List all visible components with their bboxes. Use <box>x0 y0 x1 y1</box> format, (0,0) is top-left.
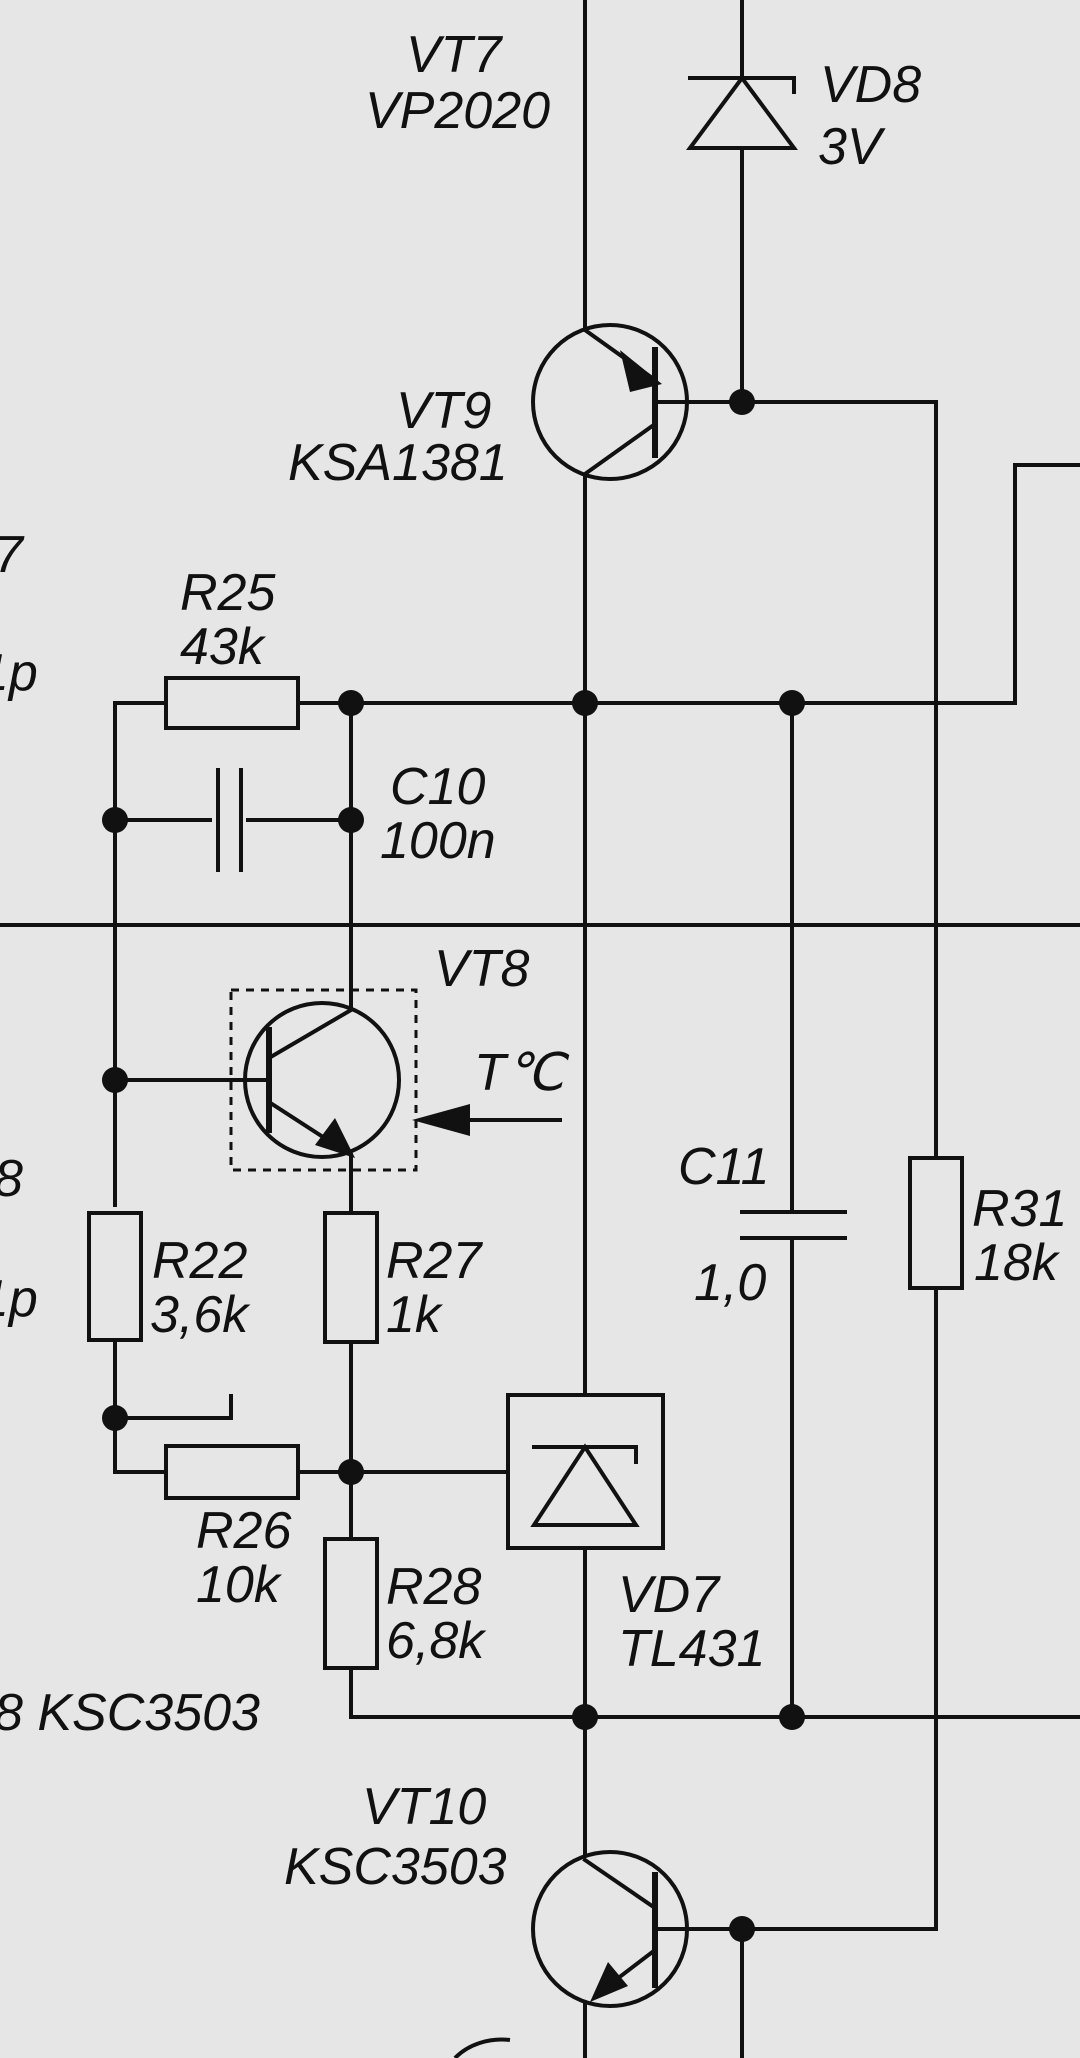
r22-value-label: 3,6k <box>150 1286 251 1344</box>
junction-dot <box>779 1704 805 1730</box>
junction-dot <box>572 1704 598 1730</box>
r31-value-label: 18k <box>974 1234 1061 1292</box>
vt8-thermal-enclosure <box>229 988 418 1172</box>
vt9-transistor <box>531 323 690 481</box>
r31-ref-label: R31 <box>972 1180 1067 1238</box>
r26-potentiometer <box>164 1444 300 1500</box>
temperature-sensor-arrow <box>412 1104 470 1136</box>
vt10-part-label: KSC3503 <box>284 1838 507 1896</box>
r22-resistor <box>87 1211 143 1342</box>
vd8-value-label: 3V <box>818 118 886 176</box>
vt8-emitter-arrow <box>315 1118 355 1158</box>
c11-capacitor <box>740 1210 847 1240</box>
vt8-sensor-label: T℃ <box>474 1044 570 1102</box>
r25-ref-label: R25 <box>180 564 276 622</box>
r27-resistor <box>323 1211 379 1344</box>
junction-dot <box>102 1405 128 1431</box>
vt7-part-label: VP2020 <box>365 82 550 140</box>
edge-label-left-5: 8 KSC3503 <box>0 1684 260 1742</box>
vt7-ref-label: VT7 <box>406 26 503 84</box>
vt8-ref-label: VT8 <box>434 940 529 998</box>
vd7-shunt-regulator <box>506 1393 665 1550</box>
r25-resistor <box>164 676 300 730</box>
r28-resistor <box>323 1537 379 1670</box>
r22-ref-label: R22 <box>152 1232 247 1290</box>
vd7-ref-label: VD7 <box>618 1566 721 1624</box>
c11-value-label: 1,0 <box>694 1254 766 1312</box>
c10-ref-label: C10 <box>390 758 485 816</box>
junction-dot <box>338 1459 364 1485</box>
junction-dot <box>729 389 755 415</box>
junction-dots <box>102 389 805 1942</box>
c10-capacitor <box>216 768 243 872</box>
r25-value-label: 43k <box>180 618 267 676</box>
r27-ref-label: R27 <box>386 1232 483 1290</box>
vt10-transistor <box>453 1850 744 2058</box>
junction-dot <box>572 690 598 716</box>
vt10-ref-label: VT10 <box>362 1778 486 1836</box>
vt8-transistor <box>229 988 562 1172</box>
r31-resistor <box>908 1156 964 1290</box>
r28-ref-label: R28 <box>386 1558 481 1616</box>
vd8-ref-label: VD8 <box>820 56 921 114</box>
vt9-emitter-arrow <box>620 350 662 392</box>
vd8-zener-diode <box>686 74 798 150</box>
junction-dot <box>102 807 128 833</box>
edge-label-left-2: 1p <box>0 644 38 702</box>
edge-label-left-3: 8 <box>0 1150 23 1208</box>
vt10-emitter-arrow <box>590 1962 628 2002</box>
junction-dot <box>102 1067 128 1093</box>
edge-label-left-1: 7 <box>0 526 25 584</box>
edge-label-left-4: 1p <box>0 1270 38 1328</box>
c11-ref-label: C11 <box>678 1138 770 1196</box>
component-labels: VT7 VP2020 VD8 3V VT9 KSA1381 R25 43k C1… <box>0 26 1067 1896</box>
vt9-part-label: KSA1381 <box>288 434 508 492</box>
r26-value-label: 10k <box>196 1556 283 1614</box>
r27-value-label: 1k <box>386 1286 444 1344</box>
vd7-part-label: TL431 <box>618 1620 765 1678</box>
r26-ref-label: R26 <box>196 1502 291 1560</box>
r28-value-label: 6,8k <box>386 1612 487 1670</box>
vt9-ref-label: VT9 <box>396 382 491 440</box>
junction-dot <box>779 690 805 716</box>
junction-dot <box>338 807 364 833</box>
c10-value-label: 100n <box>380 812 496 870</box>
